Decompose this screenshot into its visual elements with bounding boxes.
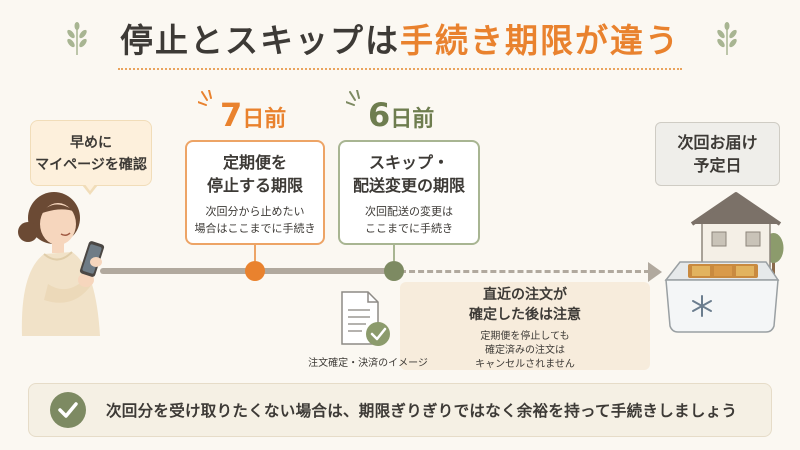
bubble-line1: 早めに: [70, 135, 112, 151]
next-delivery-line2: 予定日: [693, 156, 742, 175]
stop-card-title2: 停止する期限: [206, 176, 303, 195]
document-check-icon: [341, 291, 390, 346]
notice-title1: 直近の注文が: [483, 287, 567, 303]
skip-card-title2: 配送変更の期限: [352, 176, 465, 195]
document-label: 注文確定・決済のイメージ: [308, 358, 428, 369]
accent-lines-icon: [198, 90, 212, 106]
skip-deadline-marker: [384, 261, 404, 281]
deadline-7-unit: 日前: [242, 107, 287, 132]
notice-desc3: キャンセルされません: [475, 359, 575, 370]
notice-title2: 確定した後は注意: [469, 307, 581, 323]
skip-card-title1: スキップ・: [368, 153, 449, 172]
timeline-dashed: [400, 270, 650, 273]
leaf-icon-left: [67, 22, 87, 55]
skip-connector: [393, 245, 395, 261]
stop-card-desc2: 場合はここまでに手続き: [194, 222, 316, 235]
leaf-icon-right: [717, 22, 737, 55]
deadline-6-unit: 日前: [390, 107, 435, 132]
next-delivery-box: 次回お届け 予定日: [655, 122, 780, 186]
stop-card-desc1: 次回分から止めたい: [205, 205, 305, 218]
house-and-cooler-box-illustration: [664, 192, 784, 333]
woman-with-phone-illustration: [18, 192, 105, 336]
deadline-7-label: 7日前: [198, 90, 287, 134]
deadline-7-number: 7: [220, 96, 243, 134]
skip-card-desc2: ここまでに手続き: [365, 222, 453, 235]
bubble-line2: マイページを確認: [35, 157, 147, 173]
stop-card-title1: 定期便を: [222, 153, 287, 172]
timeline-arrow-icon: [648, 262, 662, 282]
check-icon: [50, 392, 86, 428]
notice-desc2: 確定済みの注文は: [485, 345, 565, 356]
page-title: 停止とスキップは手続き期限が違う: [0, 14, 800, 62]
stop-deadline-card: 定期便を 停止する期限 次回分から止めたい 場合はここまでに手続き: [185, 140, 325, 245]
deadline-6-number: 6: [368, 96, 391, 134]
skip-deadline-card: スキップ・ 配送変更の期限 次回配送の変更は ここまでに手続き: [338, 140, 480, 245]
bottom-advice-text: 次回分を受け取りたくない場合は、期限ぎりぎりではなく余裕を持って手続きしましょう: [106, 402, 738, 420]
skip-card-desc1: 次回配送の変更は: [365, 205, 453, 218]
next-delivery-line1: 次回お届け: [677, 133, 758, 152]
bottom-advice-bar: [28, 383, 772, 437]
bubble-tail-inner: [84, 183, 96, 191]
order-confirmed-notice: 直近の注文が 確定した後は注意 定期便を停止しても 確定済みの注文は キャンセル…: [400, 282, 650, 370]
deadline-6-label: 6日前: [346, 90, 435, 134]
snowflake-icon: [692, 295, 712, 317]
title-part2: 手続き期限が違う: [400, 21, 680, 60]
stop-deadline-marker: [245, 261, 265, 281]
notice-desc1: 定期便を停止しても: [480, 331, 570, 342]
title-underline: [118, 68, 682, 70]
stop-connector: [254, 245, 256, 261]
accent-lines-icon: [346, 90, 360, 106]
reminder-bubble: 早めに マイページを確認: [30, 120, 152, 186]
title-part1: 停止とスキップは: [120, 21, 400, 60]
